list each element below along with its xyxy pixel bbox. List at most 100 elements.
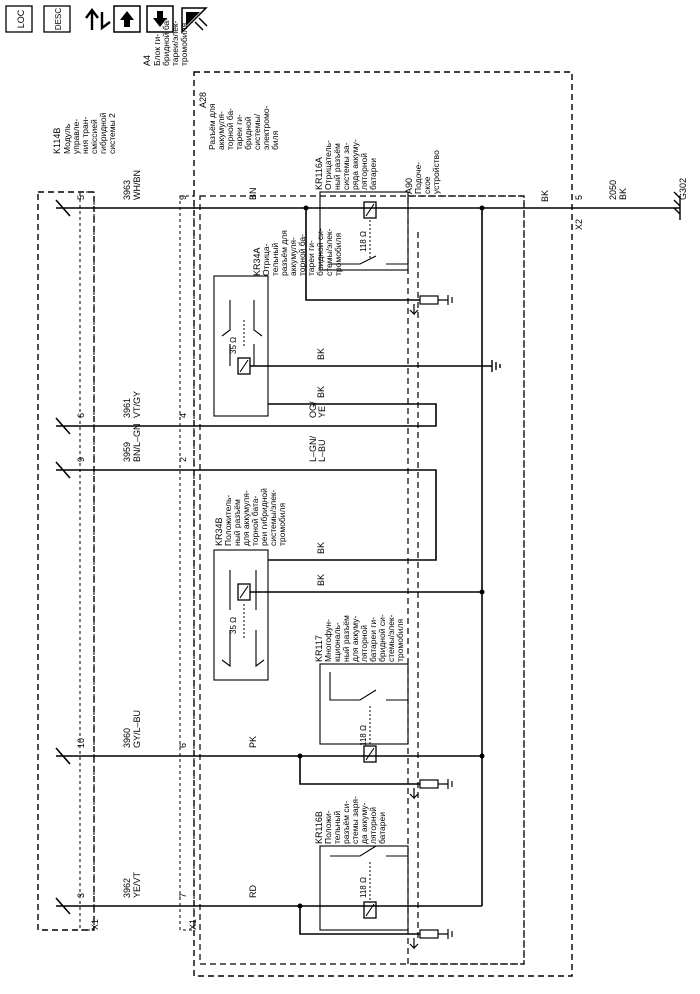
inner-bn: BN [248, 187, 258, 200]
svg-text:системы/элек-: системы/элек- [268, 489, 278, 546]
svg-text:бридной: бридной [243, 116, 253, 150]
svg-text:для аккумуля-: для аккумуля- [241, 490, 251, 546]
k114b-description: Модуль управле- ния тран- сміссией гибри… [62, 112, 117, 154]
test-point-1 [409, 295, 453, 316]
svg-text:разъём си-: разъём си- [341, 801, 351, 844]
wiring [56, 207, 640, 940]
color-3961: VT/GY [132, 391, 142, 418]
wire-kr116a-test [305, 208, 420, 301]
circuit-3960: 3960 [122, 728, 132, 748]
color-3960: GY/L–BU [132, 710, 142, 748]
pin-k114b-3: 3 [76, 893, 86, 898]
kr34b-code: KR34B [214, 517, 224, 546]
switch-symbols [55, 199, 71, 915]
kr34a-switch [221, 300, 263, 366]
pin-k114b-6: 6 [76, 413, 86, 418]
inner-rd: RD [248, 885, 258, 898]
inner-lgn-lbu: L–GN/L–BU [308, 435, 327, 462]
svg-text:Положитель-: Положитель- [223, 495, 233, 546]
pin-a28-7: 7 [178, 893, 188, 898]
svg-text:ляторной: ляторной [359, 153, 369, 190]
module-a28: X1 A28 Разъём для аккумуля- торной ба- т… [179, 92, 525, 965]
pin-a28-2: 2 [178, 457, 188, 462]
svg-text:разъём для: разъём для [279, 230, 289, 276]
kr117-switch [329, 672, 408, 701]
circuit-3959: 3959 [122, 442, 132, 462]
test-points [409, 295, 453, 950]
svg-text:системы/: системы/ [252, 113, 262, 150]
svg-text:Разъём для: Разъём для [207, 103, 217, 150]
loc-icon[interactable]: LOC [5, 5, 33, 33]
bk-label-kr34b-coil: BK [316, 574, 326, 586]
kr116a-description: Отрицатель- ный разъём системы за- ряда … [323, 139, 378, 190]
module-k114b: K114B Модуль управле- ния тран- сміссией… [37, 112, 117, 931]
kr116a-code: KR116A [314, 157, 324, 190]
bk-label-top: BK [540, 190, 550, 202]
kr117-code: KR117 [314, 635, 324, 662]
a28-code: A28 [198, 92, 208, 108]
svg-text:тромобиля: тромобиля [395, 619, 405, 662]
svg-text:тромобиля: тромобиля [277, 503, 287, 546]
svg-text:Положи-: Положи- [323, 810, 333, 844]
svg-text:батареи ги-: батареи ги- [368, 617, 378, 662]
module-a90: A90 Подоче- ское устройство [404, 150, 525, 965]
svg-text:ный разъём: ный разъём [232, 499, 242, 546]
kr116a-switch [330, 255, 408, 265]
x1-k114b-label: X1 [90, 919, 100, 930]
svg-text:тельный: тельный [332, 811, 342, 844]
pin-k114b-5: 5 [76, 195, 86, 200]
svg-text:электромо-: электромо- [261, 105, 271, 150]
k114b-code: K114B [52, 128, 62, 154]
connector-view-icon[interactable] [85, 8, 111, 31]
svg-text:системы за-: системы за- [341, 142, 351, 190]
svg-text:сміссией: сміссией [89, 119, 99, 154]
svg-text:Блок ги-: Блок ги- [152, 34, 162, 66]
pin-x2-5: 5 [574, 195, 584, 200]
test-point-2 [409, 779, 453, 800]
svg-text:ское: ское [422, 176, 432, 194]
svg-text:аккумуля-: аккумуля- [216, 111, 226, 150]
svg-text:реи гибридной: реи гибридной [259, 488, 269, 546]
arrow-up-icon[interactable] [113, 5, 141, 33]
svg-text:бридной ба-: бридной ба- [161, 18, 171, 66]
kr116b-code: KR116B [314, 811, 324, 844]
kr116b-switch [330, 845, 408, 857]
relay-kr116a: KR116A Отрицатель- ный разъём системы за… [314, 139, 409, 271]
kr117-resistance: 118 Ω [359, 725, 368, 746]
svg-text:DESC: DESC [54, 8, 63, 30]
esd-warning-icon[interactable] [181, 7, 208, 34]
svg-text:тареи ги-: тареи ги- [306, 240, 316, 276]
kr116b-resistance: 118 Ω [359, 877, 368, 898]
kr117-description: Многофун- кциональ- ный разъём для аккум… [323, 614, 405, 662]
svg-text:устройство: устройство [431, 150, 441, 194]
svg-text:ряда аккуму-: ряда аккуму- [350, 139, 360, 190]
svg-text:торной бата-: торной бата- [250, 495, 260, 546]
svg-text:тельный: тельный [270, 243, 280, 276]
svg-text:ляторной: ляторной [368, 807, 378, 844]
svg-text:тареи/элек-: тареи/элек- [170, 20, 180, 66]
kr34b-switch [221, 570, 265, 668]
a90-description: Подоче- ское устройство [413, 150, 441, 194]
arrow-down-icon[interactable] [146, 5, 174, 33]
svg-text:да аккуму-: да аккуму- [359, 802, 369, 844]
wire-kr117-test [299, 756, 420, 785]
wire-labels: 5 3963 WH/BN 9 BN 6 3961 VT/GY 4 OG/YE 9… [76, 170, 688, 898]
svg-text:ния тран-: ния тран- [80, 117, 90, 154]
relay-kr117: KR117 Многофун- кциональ- ный разъём для… [314, 614, 409, 763]
svg-text:ный разъём: ный разъём [341, 615, 351, 662]
color-3962: YE/VT [132, 871, 142, 898]
desc-icon[interactable]: DESC [43, 5, 71, 33]
svg-text:торной ба-: торной ба- [297, 234, 307, 276]
svg-text:стемы заря-: стемы заря- [350, 796, 360, 844]
bk-label-kr34b-top: BK [316, 542, 326, 554]
kr34a-code: KR34A [252, 247, 262, 276]
svg-text:бридной си-: бридной си- [315, 228, 325, 276]
svg-text:ляторной: ляторной [359, 625, 369, 662]
test-point-3 [409, 929, 453, 950]
svg-text:бридной си-: бридной си- [377, 614, 387, 662]
ground-kr34a [491, 360, 501, 372]
ground-g302 [640, 191, 681, 220]
pin-a28-4: 4 [178, 413, 188, 418]
svg-text:тареи ги-: тареи ги- [234, 114, 244, 150]
